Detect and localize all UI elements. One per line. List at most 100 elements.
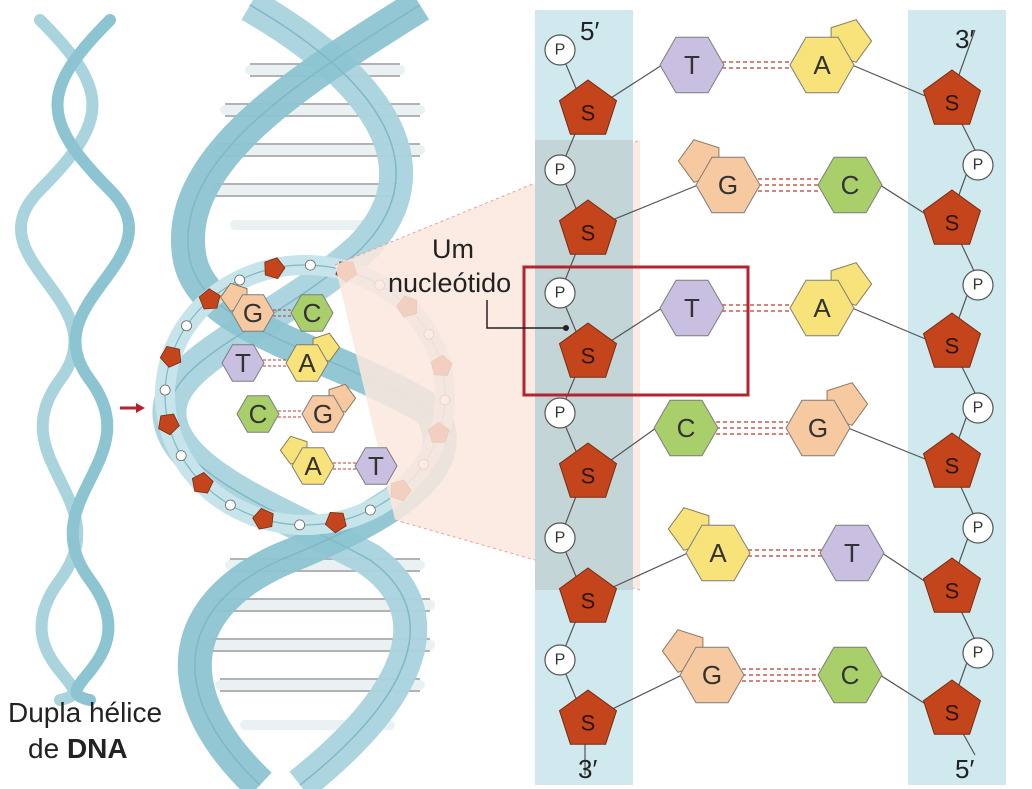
- helix-phosphate: [234, 274, 246, 286]
- helix-phosphate: [175, 450, 187, 462]
- left-strand-bottom-end: 3′: [578, 754, 597, 784]
- base-left-T: T: [659, 279, 725, 337]
- base-right-A: A: [789, 19, 873, 94]
- sugar-label: S: [945, 91, 960, 116]
- base-letter: G: [702, 660, 722, 690]
- phosphate-label: P: [555, 405, 566, 422]
- sugar-label: S: [945, 454, 960, 479]
- callout-line2: nucleótido: [388, 268, 511, 298]
- sugar-label: S: [945, 211, 960, 236]
- helix-sugar: [198, 288, 221, 310]
- helix-sugar: [252, 507, 274, 530]
- base-left-T: T: [659, 36, 725, 94]
- hydrogen-bond: [758, 178, 820, 192]
- base-right-T: T: [819, 524, 885, 582]
- helix-phosphate: [364, 504, 376, 516]
- sugar-left: [558, 689, 618, 745]
- phosphate-left: [544, 397, 576, 429]
- base-pair-row: P S P S T A: [544, 19, 994, 181]
- phosphate-label: P: [555, 285, 566, 302]
- helix-sugar: [159, 346, 182, 368]
- caption-line1: Dupla hélice: [8, 697, 162, 728]
- phosphate-label: P: [555, 162, 566, 179]
- hydrogen-bond: [742, 668, 820, 682]
- nucleotide-highlight-box: [522, 265, 750, 397]
- helix-base-G: G: [219, 282, 275, 332]
- base-left-G: G: [661, 629, 745, 704]
- sugar-right: [922, 432, 982, 488]
- phosphate-label: P: [555, 530, 566, 547]
- base-letter: G: [808, 413, 828, 443]
- sugar-left: [558, 567, 618, 623]
- sugar-right: [922, 312, 982, 368]
- helix-sugar: [191, 472, 214, 494]
- phosphate-label: P: [973, 157, 984, 174]
- base-left-C: C: [653, 399, 719, 457]
- sugar-label: S: [945, 579, 960, 604]
- hydrogen-bond: [722, 61, 792, 69]
- helix-base-A: A: [285, 332, 341, 382]
- sugar-left: [558, 442, 618, 498]
- hydrogen-bond: [722, 304, 792, 312]
- sugar-label: S: [581, 464, 596, 489]
- callout-leader-line: [486, 300, 566, 329]
- sugar-right: [922, 69, 982, 125]
- sugar-left: [558, 199, 618, 255]
- base-letter: T: [844, 538, 860, 568]
- small-double-helix: [15, 14, 135, 706]
- base-letter: T: [684, 293, 700, 323]
- base-letter: C: [303, 298, 322, 328]
- base-letter: T: [368, 451, 384, 481]
- phosphate-label: P: [973, 520, 984, 537]
- helix-sugar: [324, 511, 347, 534]
- base-letter: G: [718, 170, 738, 200]
- phosphate-label: P: [973, 645, 984, 662]
- helix-base-T: T: [221, 344, 265, 382]
- helix-base-C: C: [290, 294, 334, 332]
- sugar-left: [558, 322, 618, 378]
- base-pair-row: P S P S C G: [544, 382, 994, 544]
- base-right-G: G: [785, 382, 869, 457]
- helix-base-T: T: [354, 447, 398, 485]
- base-right-C: C: [817, 156, 883, 214]
- helix-base-G: G: [301, 383, 357, 433]
- phosphate-right: [962, 512, 994, 544]
- base-right-C: C: [817, 646, 883, 704]
- helix-base-C: C: [236, 395, 280, 433]
- phosphate-left: [544, 154, 576, 186]
- sugar-right: [922, 679, 982, 735]
- base-letter: T: [684, 50, 700, 80]
- sugar-right: [922, 189, 982, 245]
- right-backbone-band: [908, 10, 1006, 785]
- base-letter: C: [249, 399, 268, 429]
- phosphate-right: [962, 269, 994, 301]
- helix-phosphate: [225, 499, 236, 511]
- base-left-G: G: [677, 139, 761, 214]
- sugar-right: [922, 557, 982, 613]
- base-letter: G: [313, 399, 333, 429]
- phosphate-label: P: [973, 400, 984, 417]
- sugar-label: S: [581, 101, 596, 126]
- sugar-label: S: [945, 334, 960, 359]
- phosphate-right: [962, 149, 994, 181]
- phosphate-left: [544, 644, 576, 676]
- right-strand-top-end: 3′: [955, 24, 974, 54]
- phosphate-right: [962, 392, 994, 424]
- base-left-A: A: [667, 507, 751, 582]
- base-right-A: A: [789, 262, 873, 337]
- base-pair-row: P S P S G C: [544, 139, 994, 301]
- sugar-label: S: [581, 344, 596, 369]
- phosphate-right: [962, 637, 994, 669]
- base-letter: A: [304, 451, 322, 481]
- hydrogen-bond: [716, 421, 788, 435]
- sugar-label: S: [581, 221, 596, 246]
- base-letter: A: [709, 538, 727, 568]
- phosphate-left: [544, 34, 576, 66]
- helix-base-A: A: [279, 435, 335, 485]
